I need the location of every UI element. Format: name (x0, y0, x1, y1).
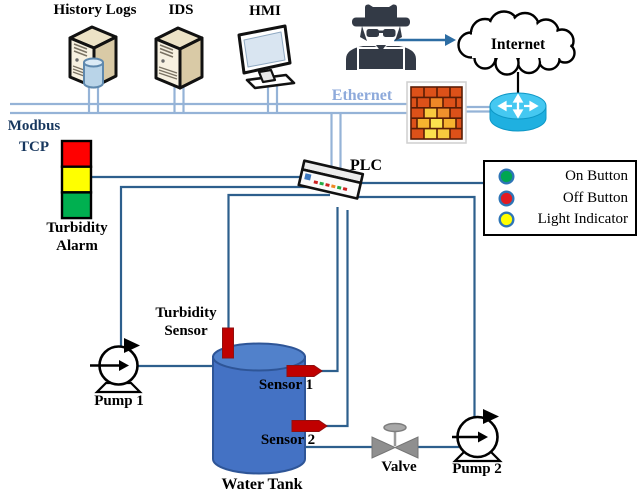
hat-crown (365, 4, 397, 19)
router-icon (489, 92, 547, 132)
pump1-icon (90, 338, 143, 394)
water-tank-icon (212, 342, 306, 475)
modbus-label-line1: Modbus (7, 118, 61, 134)
plc-sensor1-line (318, 207, 339, 373)
pump-discharge-arrow (483, 409, 499, 424)
sensor1-label: Sensor 1 (258, 377, 314, 393)
water-tank-label: Water Tank (221, 476, 303, 493)
pump1-label: Pump 1 (94, 393, 144, 409)
on-button-label: On Button (565, 168, 628, 185)
hacker-icon (346, 4, 416, 71)
server-grille (72, 65, 85, 77)
plc-sensor2-line (322, 210, 349, 428)
plc-pump1-line (119, 185, 330, 347)
server-vents (159, 44, 174, 58)
plc-pump2-line (352, 195, 476, 418)
off-button-label: Off Button (562, 189, 628, 206)
level-sensor1-probe (286, 365, 323, 377)
router-arrows (497, 93, 539, 119)
legend-box: On Button Off Button Light Indicator (483, 160, 637, 236)
server-vents (73, 43, 88, 57)
database-cylinder (83, 62, 104, 89)
level-sensor2-probe (291, 420, 328, 432)
hmi-monitor-icon (237, 24, 296, 90)
turbidity-alarm-icon (60, 139, 93, 220)
off-button-dot-icon (498, 189, 515, 207)
history-logs-server-icon (68, 25, 118, 89)
light-indicator-label: Light Indicator (537, 210, 628, 227)
firewall-mortar (410, 86, 463, 140)
turbidity-sensor-label-line1: Turbidity (155, 305, 217, 321)
internet-cloud-icon (457, 10, 576, 76)
plc-indicator-dots (313, 180, 348, 191)
ids-server-icon (154, 26, 204, 90)
valve-label: Valve (381, 459, 417, 475)
alarm-green-light (60, 191, 93, 220)
legend-row-off-button: Off Button (498, 190, 628, 207)
ethernet-label: Ethernet (331, 87, 393, 104)
internet-label: Internet (490, 36, 546, 53)
attack-arrow (394, 34, 456, 46)
modbus-label-line2: TCP (19, 139, 49, 155)
plc-icon (297, 159, 365, 200)
sunglasses-right (383, 29, 396, 37)
turbidity-alarm-label-line1: Turbidity (46, 220, 108, 236)
pump2-label: Pump 2 (452, 461, 502, 477)
alarm-red-light (60, 139, 93, 168)
legend-row-on-button: On Button (498, 168, 628, 185)
server-button (161, 59, 165, 63)
plc-label: PLC (350, 157, 382, 174)
alarm-yellow-light (60, 165, 93, 194)
ids-label: IDS (168, 2, 194, 18)
plc-turbidity-sensor-line (227, 193, 330, 330)
server-button (75, 58, 79, 62)
history-logs-label: History Logs (53, 2, 137, 18)
sensor2-label: Sensor 2 (260, 432, 316, 448)
sunglasses-left (366, 29, 379, 37)
firewall-glow-bricks (417, 97, 456, 139)
turbidity-alarm-label-line2: Alarm (56, 238, 98, 254)
server-grille (158, 66, 178, 80)
on-button-dot-icon (498, 168, 515, 185)
light-indicator-dot-icon (498, 211, 515, 228)
legend-row-light-indicator: Light Indicator (498, 211, 628, 228)
pump-discharge-arrow (124, 338, 140, 353)
goatee (376, 45, 386, 52)
turbidity-sensor-probe (222, 327, 234, 359)
turbidity-sensor-label-line2: Sensor (164, 323, 208, 339)
modbus-lines (92, 175, 484, 449)
plc-port (304, 173, 312, 181)
pump2-icon (452, 409, 503, 463)
firewall-icon (406, 81, 467, 144)
ethernet-bus-lines (10, 80, 494, 176)
hmi-label: HMI (249, 3, 281, 19)
hat-brim (352, 17, 410, 27)
valve-icon (371, 422, 419, 459)
